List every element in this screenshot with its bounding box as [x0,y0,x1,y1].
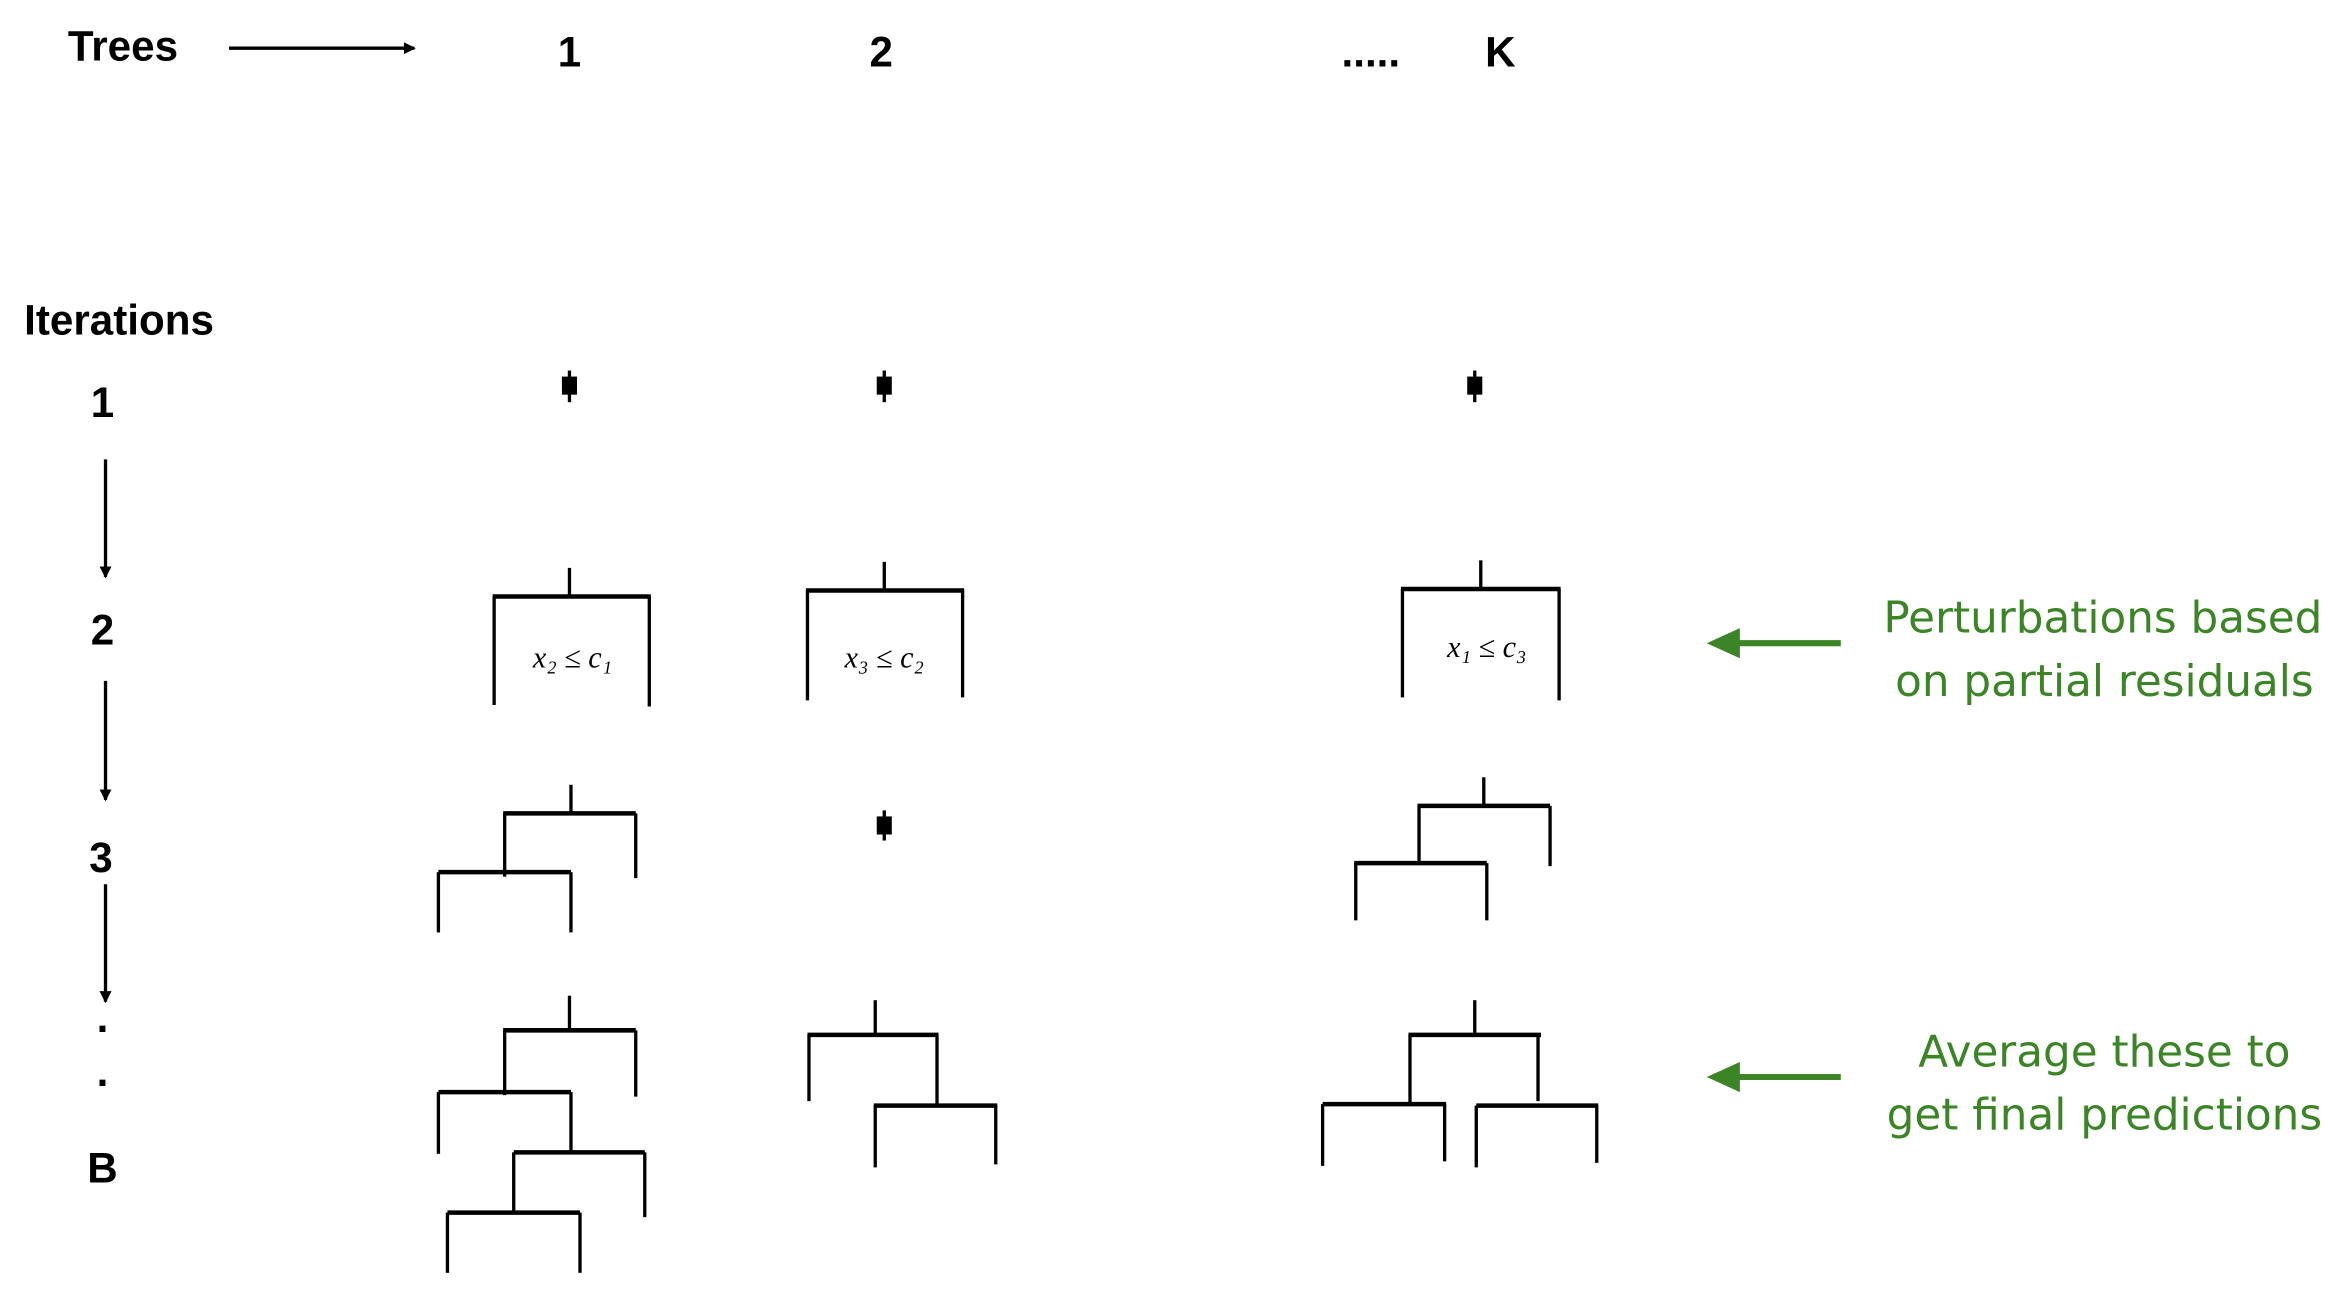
iteration-2: 2 [91,607,114,654]
tree2-iter2: x₃ ≤ c₂ [805,561,965,701]
average-note-line2: get final predictions [1887,1090,2322,1141]
trees-label: Trees [68,22,178,69]
split-label-tree1: x₂ ≤ c₁ [532,640,612,674]
perturbation-arrow [1706,628,1841,659]
iteration-dot-1: . [97,994,109,1041]
treek-iter2: x₁ ≤ c₃ [1400,560,1561,701]
iteration-b: B [87,1144,117,1191]
tree1-iter2: x₂ ≤ c₁ [492,567,651,707]
tree-column-2: 2 [870,28,893,75]
stump-tree2-iter3 [876,810,892,841]
perturbation-note-line2: on partial residuals [1895,656,2314,707]
iterations-label: Iterations [24,296,214,343]
tree-column-1: 1 [558,28,581,75]
tree-column-k: K [1485,28,1516,75]
split-label-tree2: x₃ ≤ c₂ [844,640,924,674]
iteration-3: 3 [89,834,112,881]
perturbation-note-line1: Perturbations based [1883,593,2322,644]
tree1-iter3 [436,784,638,933]
stump-treek-iter1 [1467,370,1483,403]
iteration-dot-2: . [97,1048,109,1095]
split-label-treek: x₁ ≤ c₃ [1446,630,1526,664]
treek-iter3 [1354,777,1552,921]
treek-iterb [1320,1000,1599,1168]
stump-tree2-iter1 [876,370,892,403]
tree-column-ellipsis: ..... [1342,28,1401,75]
iteration-1: 1 [91,379,114,426]
tree2-iterb [807,1000,998,1168]
stump-tree1-iter1 [561,370,577,403]
average-note-line1: Average these to [1918,1026,2290,1077]
average-arrow [1706,1061,1841,1093]
tree1-iterb [436,995,647,1273]
